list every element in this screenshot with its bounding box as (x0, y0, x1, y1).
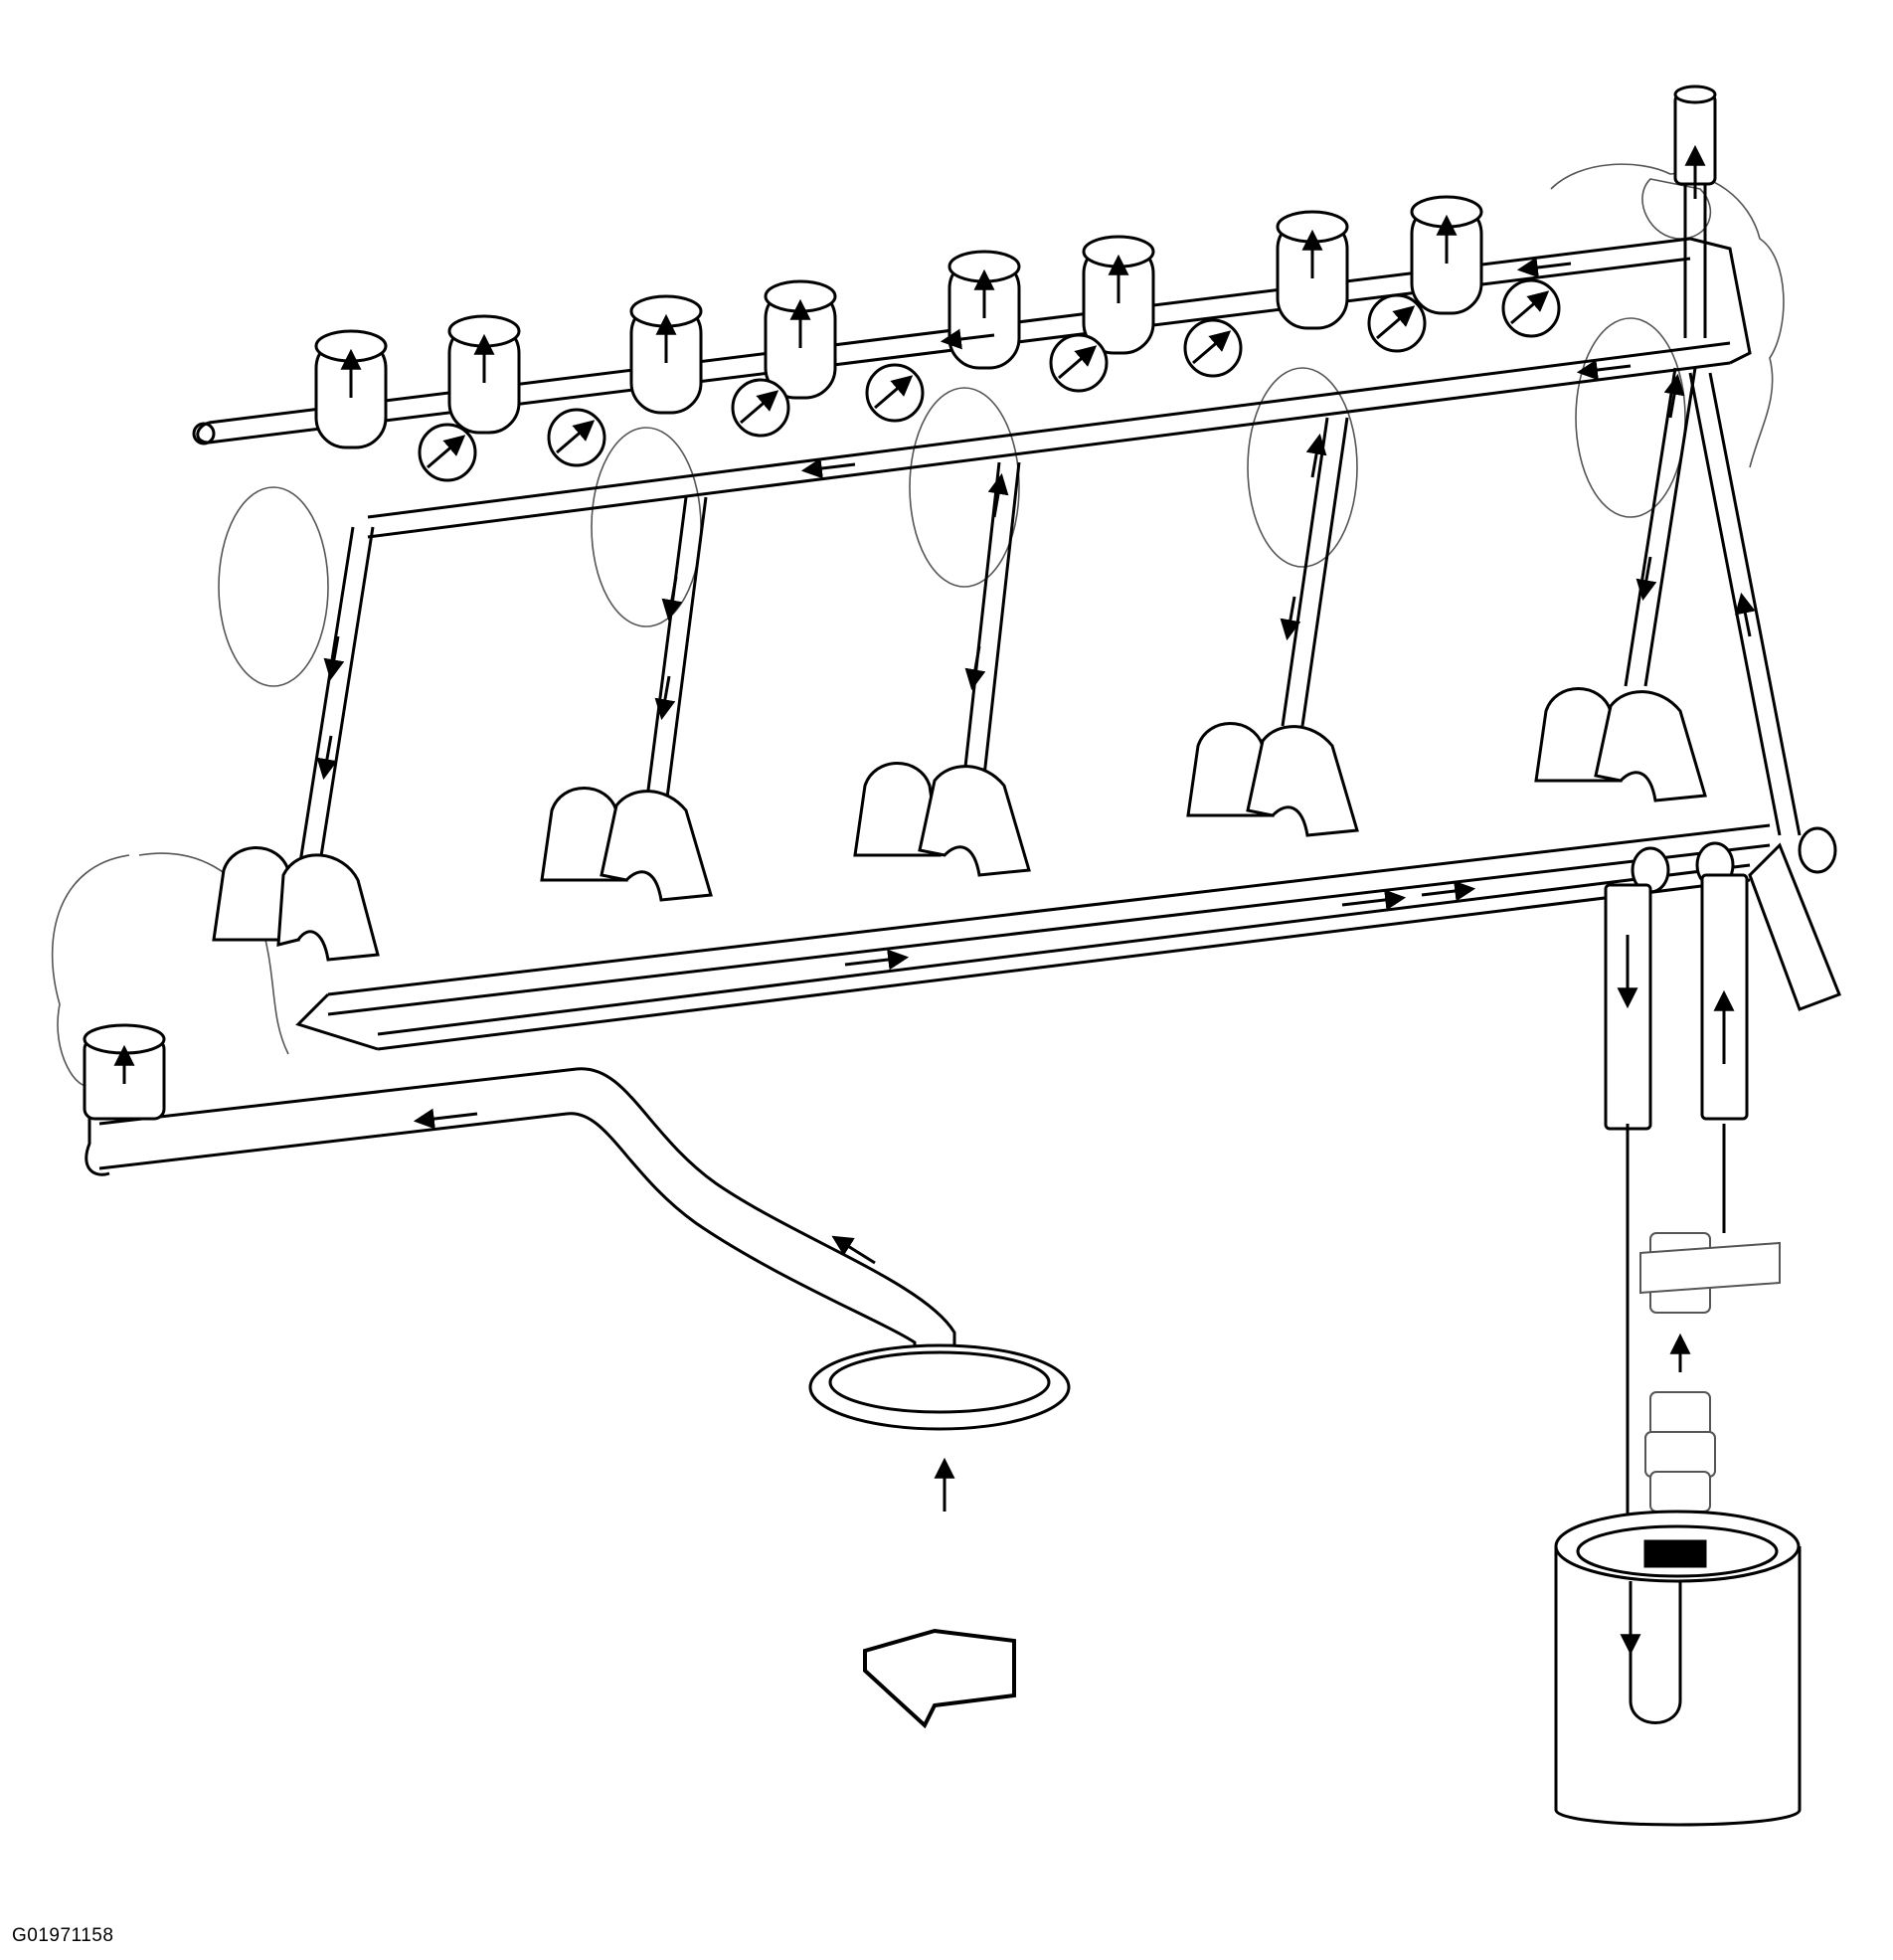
oil-pump-outlet (83, 1023, 166, 1121)
filter-bypass-valve (1639, 1232, 1781, 1513)
bypass-arrows (1626, 1124, 1726, 1551)
front-direction-arrow-icon (863, 1628, 1016, 1729)
figure-id-label: G01971158 (12, 1925, 114, 1946)
feed-arrows (316, 373, 1756, 781)
pickup-arrows (413, 1108, 955, 1512)
oil-pressure-sender-icon (1673, 85, 1717, 338)
fitting-arrows (1617, 935, 1735, 1064)
lifter-flow-arrows (340, 214, 1458, 398)
main-bearing-caps (212, 687, 1707, 962)
rocker-arrows (427, 290, 1550, 469)
filter-adapter-fittings (1604, 826, 1841, 1131)
main-oil-gallery (295, 823, 1771, 1051)
oil-pickup-tube (85, 1067, 956, 1362)
main-gallery-arrows (844, 880, 1476, 971)
oil-pump-pickup-screen-icon (808, 1343, 1071, 1431)
gallery-arrows (800, 257, 1632, 479)
oil-filter-icon (1554, 1510, 1802, 1827)
main-bearing-feeds (296, 367, 1802, 876)
engine-block-outline (51, 163, 1785, 1087)
